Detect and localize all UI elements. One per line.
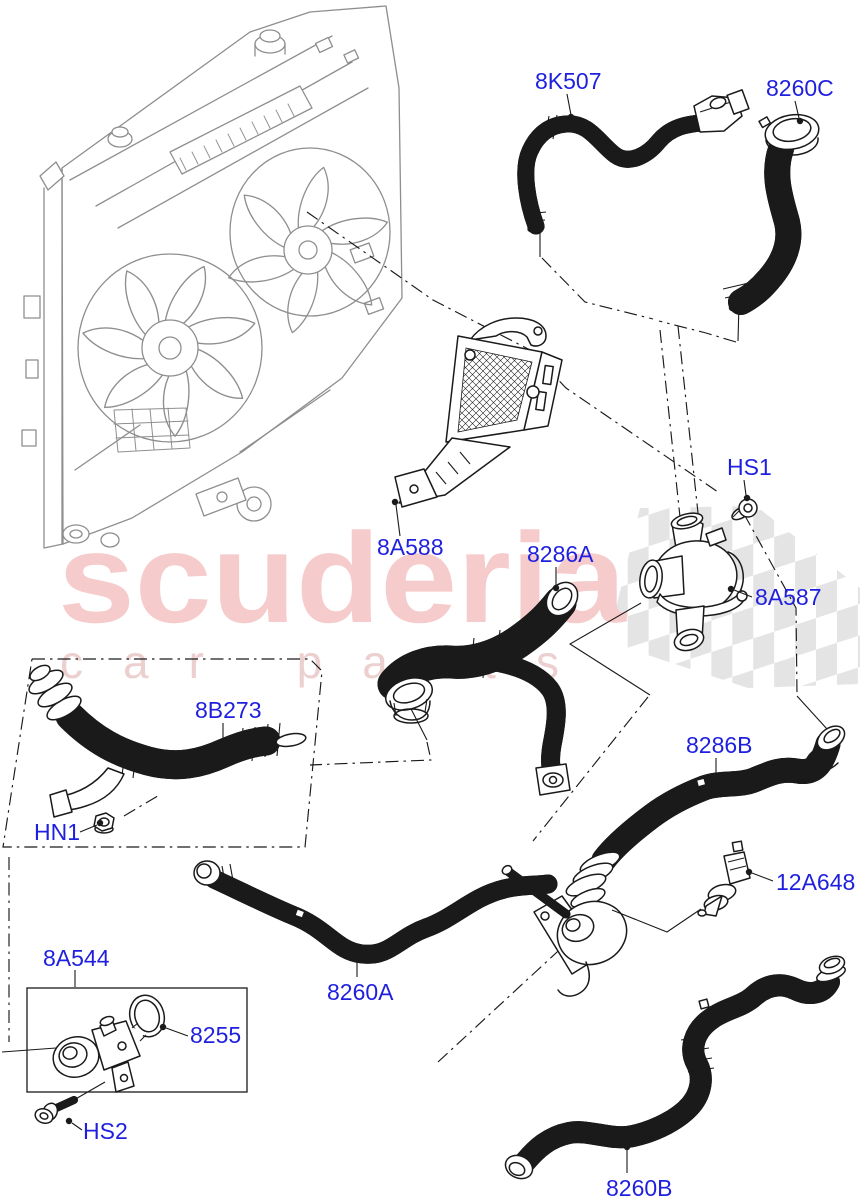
leader-dot-8A588 (391, 498, 399, 506)
hose-8260B (504, 955, 846, 1180)
part-label-8A587: 8A587 (755, 584, 822, 610)
leader-line-12A648 (751, 872, 774, 882)
leader-line-8260C (794, 100, 800, 119)
leader-line-HS1 (743, 479, 747, 496)
part-label-12A648: 12A648 (776, 869, 855, 895)
hose-8K507 (526, 89, 750, 235)
part-label-8A544: 8A544 (43, 945, 110, 971)
part-label-8B273: 8B273 (195, 697, 262, 723)
part-label-HS1: HS1 (727, 454, 772, 480)
bracket-8A588 (394, 317, 563, 508)
hose-8286B (591, 725, 846, 873)
leader-dot-8A587 (727, 585, 735, 593)
part-label-8K507: 8K507 (535, 68, 602, 94)
leader-line-8A588 (395, 504, 401, 537)
part-label-8260C: 8260C (766, 75, 834, 101)
hose-8260C (722, 113, 820, 315)
part-label-8286A: 8286A (527, 541, 594, 567)
part-box (26, 987, 248, 1093)
leader-dot-8260A (353, 943, 361, 951)
leader-dot-HN1 (96, 819, 104, 827)
leader-dot-8B273 (219, 740, 227, 748)
part-label-8255: 8255 (190, 1022, 241, 1048)
leader-dot-8255 (159, 1023, 167, 1031)
leader-line-HN1 (79, 824, 98, 833)
leader-line-8255 (165, 1027, 189, 1037)
screw-HS1 (731, 498, 758, 521)
hose-8286A (377, 581, 579, 796)
leader-dot-12A648 (745, 868, 753, 876)
part-label-8260A: 8260A (327, 979, 394, 1005)
leader-dot-8286B (712, 775, 720, 783)
radiator-fan-assembly (21, 5, 403, 549)
leader-dot-HS2 (65, 1117, 73, 1125)
part-label-HN1: HN1 (34, 819, 80, 845)
part-label-HS2: HS2 (83, 1118, 128, 1144)
hose-8260A (193, 860, 558, 954)
part-label-8260B: 8260B (606, 1175, 673, 1200)
leader-dot-8260C (796, 117, 804, 125)
leader-dot-8286A (552, 584, 560, 592)
part-label-8286B: 8286B (686, 732, 753, 758)
thermostat-8A587 (639, 512, 748, 652)
sensor-12A648 (697, 840, 751, 917)
leader-dot-8260B (623, 1143, 631, 1151)
pump-assembly (501, 851, 702, 997)
leader-line-HS2 (71, 1122, 83, 1131)
hose-8B273 (28, 664, 307, 818)
bolt-HS2 (34, 1096, 78, 1125)
leader-line-8A587 (733, 589, 753, 598)
leader-dot-8K507 (567, 113, 575, 121)
leader-dot-HS1 (743, 494, 751, 502)
part-label-8A588: 8A588 (377, 534, 444, 560)
nut-HN1 (93, 812, 115, 834)
leader-line-8K507 (566, 93, 572, 116)
pump-kit-8A544 (26, 987, 248, 1109)
